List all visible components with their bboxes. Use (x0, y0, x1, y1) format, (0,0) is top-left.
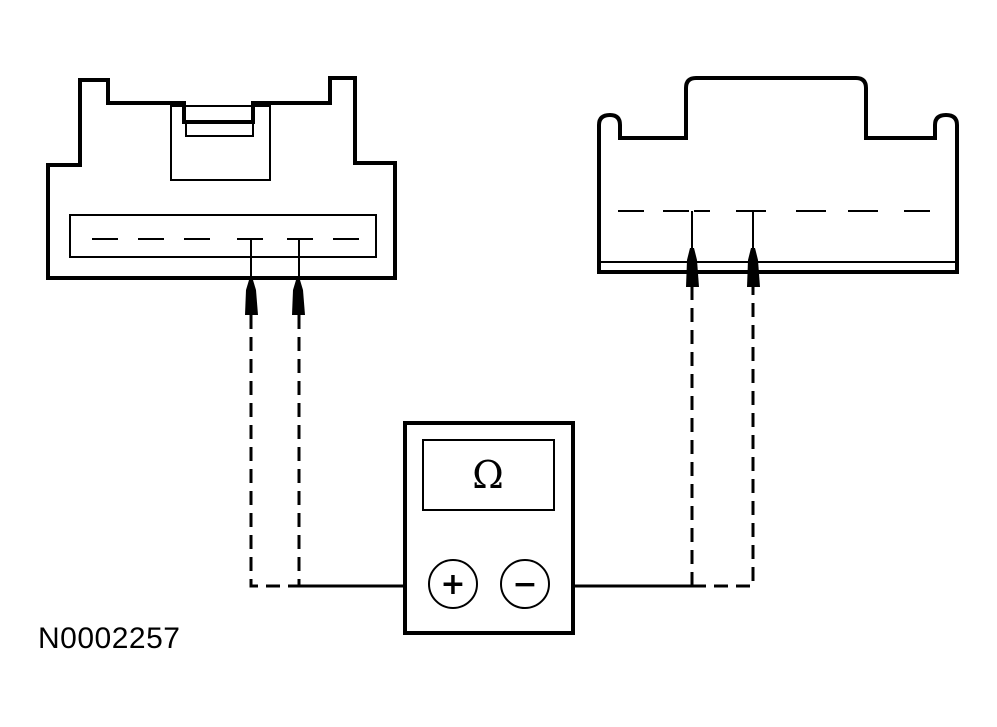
negative-terminal[interactable] (500, 559, 550, 609)
positive-terminal[interactable] (428, 559, 478, 609)
ohmmeter: Ω + − (403, 421, 575, 635)
right-probe-tip-1 (686, 248, 699, 287)
left-connector (46, 76, 397, 282)
left-connector-latch (170, 105, 271, 181)
lead-left-dashed (249, 315, 299, 588)
right-connector-body (597, 76, 959, 274)
ohm-symbol: Ω (472, 453, 504, 497)
negative-terminal-symbol: − (512, 567, 537, 602)
right-connector (597, 76, 959, 274)
left-probe-tip-1 (245, 280, 258, 315)
positive-terminal-symbol: + (440, 567, 465, 602)
figure-id: N0002257 (38, 622, 181, 655)
right-probe-tip-2 (747, 248, 760, 287)
ohmmeter-display (422, 439, 555, 511)
lead-right-dashed-2 (692, 287, 755, 588)
left-connector-body (46, 76, 397, 280)
left-probe-tip-2 (292, 280, 305, 315)
left-connector-pin-window (69, 214, 377, 258)
left-connector-latch-tab (185, 121, 254, 137)
